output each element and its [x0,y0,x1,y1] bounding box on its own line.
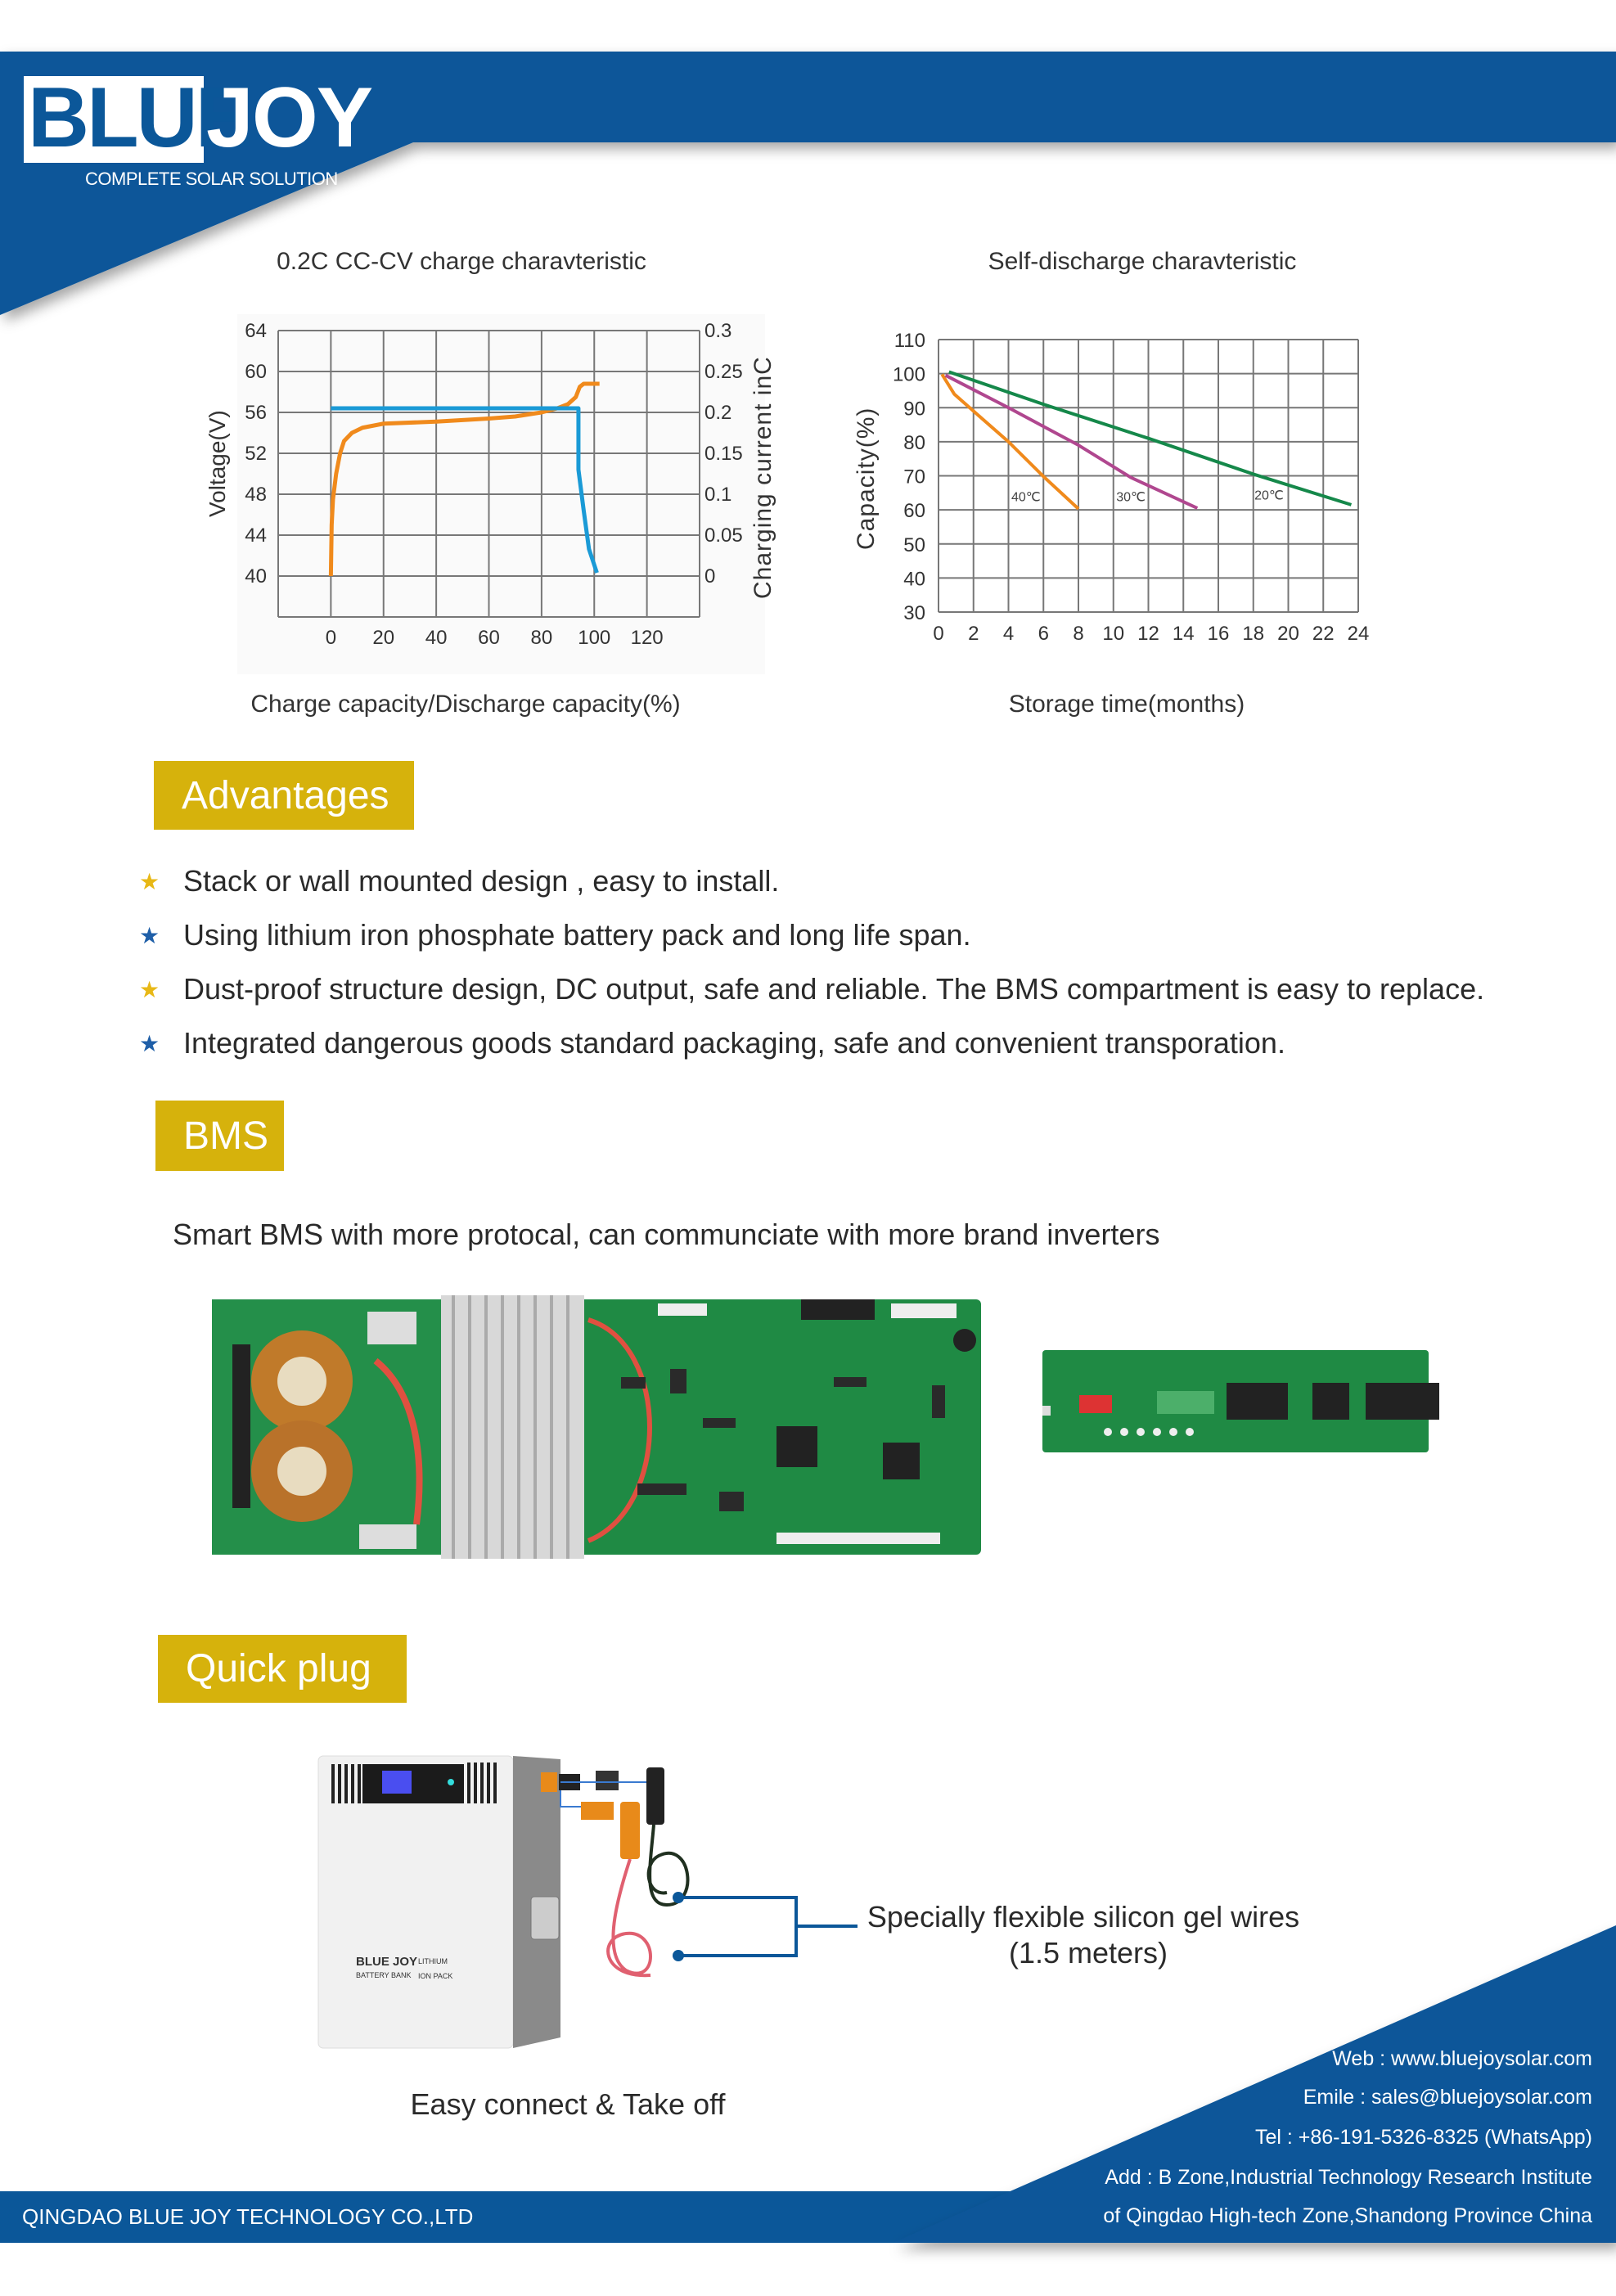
advantages-heading: Advantages [154,761,414,830]
advantage-item: ★ Stack or wall mounted design , easy to … [139,864,779,898]
charge-chart-y-tick: 40 [245,565,267,588]
charge-chart-y2-tick: 0 [704,565,715,588]
charge-chart-x-tick: 60 [478,627,500,649]
discharge-chart-x-tick: 6 [1038,623,1049,645]
star-icon: ★ [139,976,160,1002]
advantage-text: Using lithium iron phosphate battery pac… [183,918,971,952]
charge-chart-ylabel: Voltage(V) [205,410,230,517]
discharge-chart-x-tick: 4 [1003,623,1014,645]
discharge-chart-series-label: 30℃ [1116,491,1146,505]
charge-chart-y-tick: 56 [245,402,267,424]
advantage-text: Stack or wall mounted design , easy to i… [183,864,780,898]
discharge-chart-ylabel: Capacity(%) [853,407,880,550]
star-icon: ★ [139,1030,160,1056]
discharge-chart-x-tick: 18 [1242,623,1264,645]
battery-brand-sublabel: BATTERY BANK [356,1971,412,1979]
logo-tagline: COMPLETE SOLAR SOLUTION [85,169,338,189]
footer-tel: Tel : +86-191-5326-8325 (WhatsApp) [1254,2126,1592,2149]
charge-chart-title: 0.2C CC-CV charge charavteristic [277,248,646,275]
charge-chart-y-tick: 64 [245,320,267,342]
wire-callout-bracket [673,1892,858,1961]
discharge-chart-y-tick: 100 [893,364,925,386]
discharge-chart-series [948,370,1353,506]
discharge-chart-y-tick: 60 [903,500,925,522]
discharge-chart-y-tick: 70 [903,466,925,488]
discharge-chart-title: Self-discharge charavteristic [988,248,1297,275]
logo-box [24,76,204,163]
charge-chart-y-tick: 60 [245,361,267,383]
advantage-item: ★ Dust-proof structure design, DC output,… [139,972,1484,1006]
discharge-chart-y-tick: 80 [903,432,925,454]
discharge-chart-x-tick: 10 [1102,623,1124,645]
charge-chart-x-tick: 40 [425,627,448,649]
discharge-chart-x-tick: 2 [968,623,979,645]
charge-chart-x-tick: 120 [631,627,664,649]
charge-chart-xlabel: Charge capacity/Discharge capacity(%) [250,691,681,718]
discharge-chart-x-tick: 20 [1277,623,1299,645]
charge-chart-y2-tick: 0.25 [704,361,743,383]
logo-text-joy: JOY [206,70,373,165]
charge-chart-y2-tick: 0.15 [704,443,743,465]
discharge-chart-y-tick: 40 [903,568,925,590]
advantage-text: Dust-proof structure design, DC output, … [183,972,1485,1006]
footer-address-line1: Add : B Zone,Industrial Technology Resea… [1105,2166,1592,2189]
discharge-chart-series-label: 40℃ [1011,491,1041,505]
footer-triangle [893,1925,1616,2243]
charge-chart-y-tick: 52 [245,443,267,465]
charge-chart-y-tick: 44 [245,524,267,547]
battery-brand-label: BLUE JOY [356,1955,417,1969]
discharge-chart-series [944,373,1199,510]
wire-note-line1: Specially flexible silicon gel wires [867,1900,1300,1934]
discharge-chart-y-tick: 50 [903,534,925,556]
charge-chart-x-tick: 20 [372,627,394,649]
charge-chart-y2-tick: 0.1 [704,484,731,506]
discharge-chart-y-tick: 90 [903,398,925,420]
discharge-chart-x-tick: 24 [1348,623,1370,645]
bms-description: Smart BMS with more protocal, can commun… [173,1218,1160,1251]
quick-plug-caption: Easy connect & Take off [410,2087,726,2121]
charge-chart-y2-tick: 0.05 [704,524,743,547]
discharge-chart-series-label: 20℃ [1254,489,1284,503]
charge-chart-series-current [331,406,599,574]
charge-chart-y-tick: 48 [245,484,267,506]
logo-text-blue: BLUE [28,70,252,165]
discharge-chart-x-tick: 0 [933,623,943,645]
discharge-chart-series [940,373,1080,511]
battery-type-sublabel: ION PACK [418,1972,452,1980]
discharge-chart-x-tick: 14 [1173,623,1195,645]
battery-type-label: LITHIUM [418,1957,448,1965]
advantage-item: ★ Integrated dangerous goods standard pac… [139,1026,1285,1060]
bms-main-board-image [212,1295,981,1559]
discharge-chart-x-tick: 16 [1208,623,1230,645]
bms-interface-board-image [1042,1350,1439,1452]
discharge-chart-y-tick: 110 [894,330,925,352]
charge-chart-y2label: Charging current inC [749,356,776,599]
advantage-text: Integrated dangerous goods standard pack… [183,1026,1285,1060]
footer-company-name: QINGDAO BLUE JOY TECHNOLOGY CO.,LTD [22,2204,474,2229]
footer-email[interactable]: Emile : sales@bluejoysolar.com [1303,2086,1592,2109]
quick-plug-heading: Quick plug [158,1635,407,1703]
charge-chart-series-voltage [328,381,600,577]
header-banner [0,52,1616,315]
charge-chart-y2-tick: 0.2 [704,402,731,424]
discharge-chart-xlabel: Storage time(months) [1008,691,1245,718]
advantage-item: ★ Using lithium iron phosphate battery pa… [139,918,971,952]
wire-note-line2: (1.5 meters) [1008,1936,1168,1970]
discharge-chart-x-tick: 8 [1073,623,1083,645]
footer-web[interactable]: Web : www.bluejoysolar.com [1332,2047,1592,2070]
charge-chart-x-tick: 0 [326,627,336,649]
charge-chart-x-tick: 80 [531,627,553,649]
battery-with-cables-image: BLUE JOY BATTERY BANK LITHIUM ION PACK [317,1755,690,2049]
discharge-chart-y-tick: 30 [903,602,925,624]
star-icon: ★ [139,922,160,948]
bms-heading: BMS [155,1101,284,1171]
discharge-chart-x-tick: 22 [1312,623,1335,645]
star-icon: ★ [139,868,160,894]
charge-chart-x-tick: 100 [578,627,610,649]
discharge-chart-x-tick: 12 [1137,623,1159,645]
footer-address-line2: of Qingdao High-tech Zone,Shandong Provi… [1103,2204,1592,2227]
charge-chart-y2-tick: 0.3 [704,320,731,342]
